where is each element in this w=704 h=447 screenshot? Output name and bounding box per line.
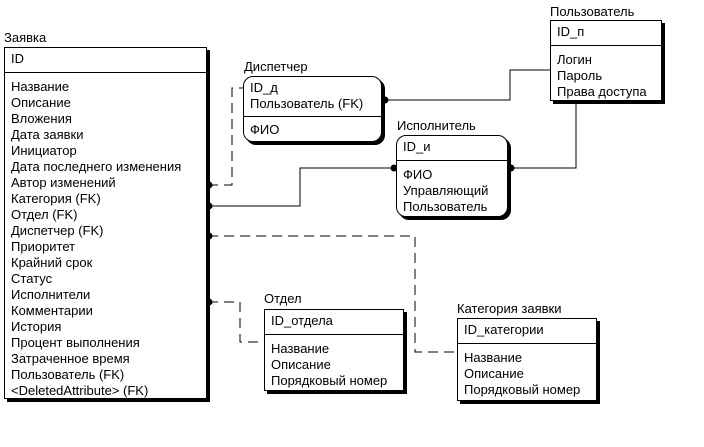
attribute-row: <DeletedAttribute> (FK) [11,383,149,398]
attribute-row: Затраченное время [11,351,130,366]
attribute-row: Приоритет [11,239,76,254]
key-row: ID_п [557,24,585,39]
attribute-row: Пользователь (FK) [11,367,125,382]
attribute-row: Пароль [557,68,603,83]
attribute-row: Процент выполнения [11,335,140,350]
attribute-row: Вложения [11,111,72,126]
attribute-row: Комментарии [11,303,93,318]
relation-polzovatel-ispolnitel [511,101,577,169]
entity-title-kategoriya: Категория заявки [457,301,562,316]
attribute-row: Права доступа [557,84,647,99]
key-row: ID_д [250,80,278,95]
attribute-row: Дата заявки [11,127,84,142]
relation-dot-kategoriya-line [205,202,213,210]
relation-dot-polzovatel-dispetcher [381,96,389,104]
relation-dot-otdel [205,298,213,306]
entity-title-zayavka: Заявка [4,30,47,45]
key-row: Пользователь (FK) [250,96,364,111]
attribute-row: Статус [11,271,53,286]
attribute-row: Порядковый номер [464,382,581,397]
relation-dot-polzovatel-ispolnitel [507,164,515,172]
attribute-row: Инициатор [11,143,77,158]
entity-title-dispetcher: Диспетчер [244,59,308,74]
attribute-row: Описание [11,95,71,110]
key-row: ID_отдела [271,313,333,328]
relation-dispetcher-zayavka [208,87,243,186]
relation-kategoriya-zayavka [208,235,457,353]
attribute-row: Порядковый номер [271,373,388,388]
attribute-area-dispetcher: ФИО [244,117,381,138]
attribute-row: Описание [271,357,331,372]
attribute-row: Пользователь [403,199,488,214]
key-row: ID_и [403,139,431,154]
attribute-row: ФИО [250,122,280,137]
key-area-polzovatel: ID_п [551,21,661,46]
key-area-ispolnitel: ID_и [397,136,507,161]
attribute-row: Дата последнего изменения [11,159,182,174]
attribute-row: Логин [557,52,592,67]
key-area-zayavka: ID [5,48,206,73]
attribute-row: Название [464,350,523,365]
attribute-row: Описание [464,366,524,381]
attribute-row: Категория (FK) [11,191,101,206]
relation-polzovatel-dispetcher [385,69,550,101]
key-area-kategoriya: ID_категории [458,319,596,344]
entity-title-polzovatel: Пользователь [550,4,635,19]
attribute-row: Исполнители [11,287,91,302]
attribute-row: Крайний срок [11,255,93,270]
attribute-row: История [11,319,62,334]
relation-ispolnitel-zayavka [208,167,395,207]
relation-dot-dispetcher [205,181,213,189]
attribute-row: Название [11,79,70,94]
attribute-row: Управляющий [403,183,489,198]
key-row: ID_категории [464,322,544,337]
attribute-row: Отдел (FK) [11,207,78,222]
attribute-row: Диспетчер (FK) [11,223,104,238]
relation-dot-kategoriya [205,232,213,240]
attribute-row: ФИО [403,167,433,182]
entity-title-otdel: Отдел [264,291,302,306]
entity-title-ispolnitel: Исполнитель [397,118,476,133]
key-row: ID [11,51,24,66]
attribute-row: Название [271,341,330,356]
relation-dot-ispolnitel [390,164,398,172]
relation-otdel-zayavka [208,301,264,343]
key-area-otdel: ID_отдела [265,310,403,335]
attribute-row: Автор изменений [11,175,116,190]
